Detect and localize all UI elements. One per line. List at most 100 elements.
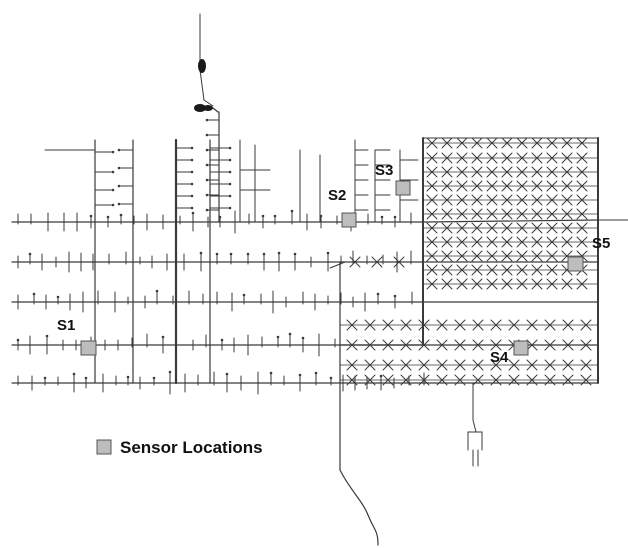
pipe-junction bbox=[198, 59, 206, 73]
pipe-segment bbox=[561, 194, 573, 206]
pipe-segment bbox=[441, 222, 453, 234]
sensor-label-s2: S2 bbox=[328, 187, 346, 204]
pipe-segment bbox=[501, 152, 513, 164]
pipe-segment bbox=[472, 359, 484, 371]
pipe-segment bbox=[486, 208, 498, 220]
pipe-segment bbox=[516, 180, 528, 192]
pipe-node bbox=[273, 214, 277, 218]
pipe-segment bbox=[471, 180, 483, 192]
pipe-segment bbox=[490, 319, 502, 331]
pipe-segment bbox=[576, 180, 588, 192]
pipe-segment bbox=[531, 166, 543, 178]
pipe-segment bbox=[212, 107, 219, 113]
pipe-segment bbox=[546, 166, 558, 178]
pipe-segment bbox=[561, 152, 573, 164]
pipe-segment bbox=[576, 236, 588, 248]
pipe-segment bbox=[508, 319, 520, 331]
pipe-segment bbox=[454, 319, 466, 331]
pipe-segment bbox=[471, 166, 483, 178]
sensor-marker-s3[interactable] bbox=[395, 180, 411, 196]
pipe-node bbox=[84, 376, 88, 380]
pipe-segment bbox=[471, 152, 483, 164]
pipe-segment bbox=[576, 166, 588, 178]
pipe-junction bbox=[194, 104, 206, 112]
pipe-segment bbox=[364, 339, 376, 351]
pipe-node bbox=[190, 182, 194, 186]
pipe-segment bbox=[516, 152, 528, 164]
pipe-segment bbox=[471, 194, 483, 206]
sensor-marker-s5[interactable] bbox=[567, 256, 584, 272]
sensor-marker-s2[interactable] bbox=[341, 212, 357, 228]
pipe-node bbox=[111, 170, 115, 174]
sensor-marker-s1[interactable] bbox=[80, 340, 97, 356]
pipe-segment bbox=[501, 208, 513, 220]
pipe-node bbox=[228, 206, 232, 210]
pipe-node bbox=[43, 376, 47, 380]
pipe-segment bbox=[501, 137, 513, 149]
pipe-segment bbox=[486, 152, 498, 164]
pipe-node bbox=[190, 194, 194, 198]
pipe-node bbox=[228, 146, 232, 150]
pipe-node bbox=[205, 208, 209, 212]
pipe-segment bbox=[426, 137, 438, 149]
pipe-segment bbox=[371, 256, 383, 268]
pipe-node bbox=[290, 209, 294, 213]
pipe-segment bbox=[544, 319, 556, 331]
pipe-node bbox=[298, 373, 302, 377]
pipe-segment bbox=[501, 264, 513, 276]
sensor-marker-s4[interactable] bbox=[513, 340, 529, 356]
pipe-segment bbox=[546, 264, 558, 276]
pipe-segment bbox=[561, 208, 573, 220]
pipe-segment bbox=[546, 137, 558, 149]
pipe-node bbox=[225, 372, 229, 376]
pipe-segment bbox=[426, 222, 438, 234]
pipe-segment bbox=[454, 359, 466, 371]
pipe-node bbox=[393, 215, 397, 219]
pipe-segment bbox=[441, 236, 453, 248]
pipe-segment bbox=[546, 180, 558, 192]
pipe-segment bbox=[418, 339, 430, 351]
pipe-node bbox=[117, 202, 121, 206]
sensor-label-s5: S5 bbox=[592, 235, 610, 252]
pipe-segment bbox=[531, 137, 543, 149]
pipe-segment bbox=[472, 419, 477, 433]
pipe-segment bbox=[561, 236, 573, 248]
pipe-segment bbox=[456, 236, 468, 248]
pipe-segment bbox=[426, 278, 438, 290]
pipe-node bbox=[376, 292, 380, 296]
pipe-segment bbox=[441, 166, 453, 178]
pipe-segment bbox=[486, 166, 498, 178]
pipe-node bbox=[168, 370, 172, 374]
pipe-segment bbox=[562, 319, 574, 331]
pipe-segment bbox=[436, 319, 448, 331]
pipe-node bbox=[152, 376, 156, 380]
pipe-node bbox=[190, 170, 194, 174]
pipe-node bbox=[205, 163, 209, 167]
pipe-node bbox=[228, 182, 232, 186]
pipe-segment bbox=[454, 339, 466, 351]
pipe-node bbox=[277, 251, 281, 255]
pipe-segment bbox=[441, 208, 453, 220]
pipe-segment bbox=[486, 194, 498, 206]
pipe-node bbox=[393, 294, 397, 298]
pipe-segment bbox=[516, 208, 528, 220]
pipe-segment bbox=[426, 166, 438, 178]
pipe-segment bbox=[561, 166, 573, 178]
sensor-label-s1: S1 bbox=[57, 317, 75, 334]
pipe-segment bbox=[526, 319, 538, 331]
pipe-segment bbox=[456, 166, 468, 178]
pipe-segment bbox=[382, 339, 394, 351]
pipe-node bbox=[301, 336, 305, 340]
pipe-node bbox=[111, 203, 115, 207]
pipe-segment bbox=[516, 264, 528, 276]
pipe-segment bbox=[426, 250, 438, 262]
pipe-segment bbox=[531, 208, 543, 220]
pipe-segment bbox=[531, 180, 543, 192]
pipe-segment bbox=[426, 194, 438, 206]
pipe-segment bbox=[456, 208, 468, 220]
pipe-segment bbox=[329, 261, 346, 269]
pipe-segment bbox=[471, 236, 483, 248]
pipe-segment bbox=[561, 180, 573, 192]
pipe-segment bbox=[436, 339, 448, 351]
